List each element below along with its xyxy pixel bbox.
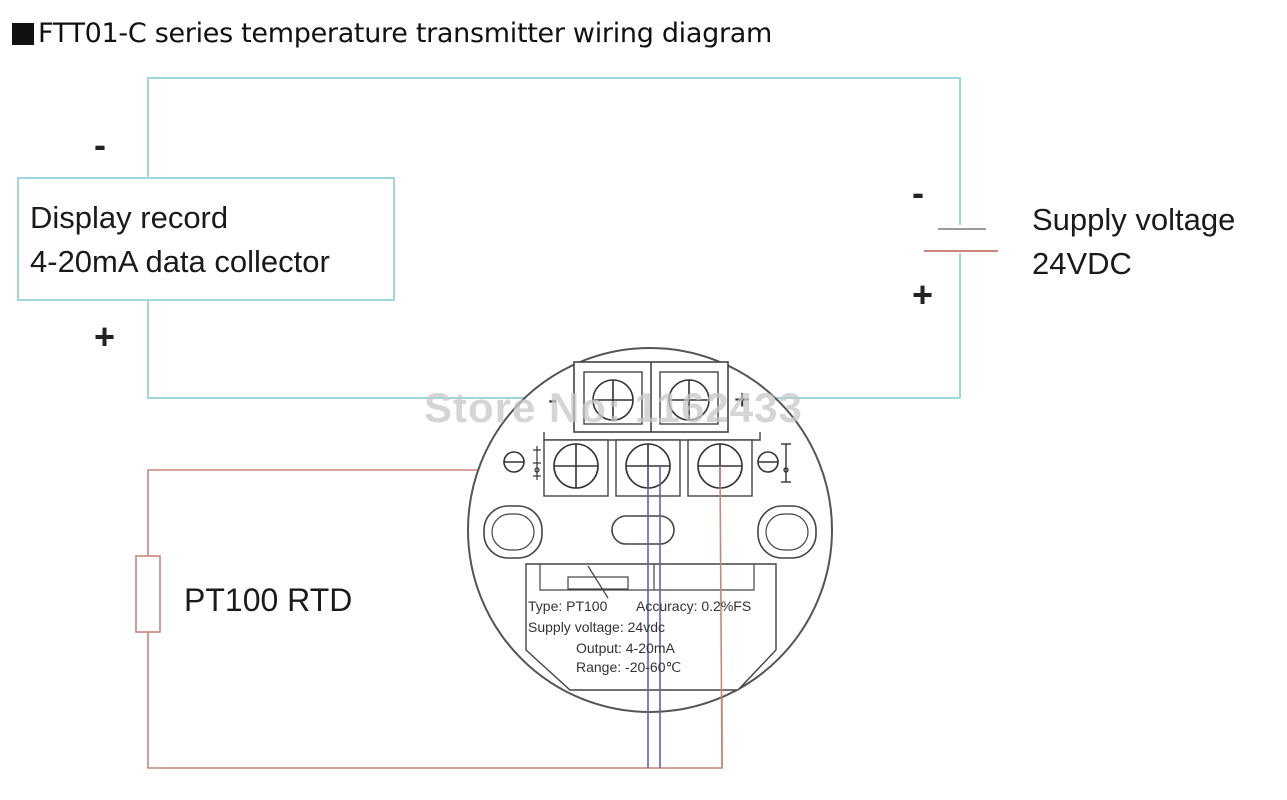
rtd-wire-return [719, 465, 723, 769]
display-box-line1: Display record [30, 200, 229, 235]
store-watermark: Store No: 1162433 [424, 384, 803, 431]
display-recorder-box [17, 177, 395, 301]
title-bullet-icon [12, 22, 34, 45]
supply-line2: 24VDC [1032, 246, 1132, 281]
mounting-hole-right-inner [765, 513, 809, 551]
display-plus-sign: + [94, 316, 116, 357]
rtd-wire-top [147, 469, 578, 556]
supply-minus-sign: - [912, 172, 924, 213]
terminal-minus-sign: - [548, 384, 558, 415]
terminal-plus-sign: + [734, 384, 751, 415]
center-slot [611, 515, 675, 545]
left-rtd-marker-icon [533, 446, 541, 480]
diagram-title: FTT01-C series temperature transmitter w… [38, 18, 773, 49]
display-minus-sign: - [94, 124, 106, 165]
battery-gap [950, 225, 972, 253]
display-box-label: Display record 4-20mA data collector [30, 196, 330, 284]
display-box-line2: 4-20mA data collector [30, 244, 330, 279]
rtd-resistor-icon [135, 555, 161, 633]
label-plate [525, 563, 777, 691]
spec-type: Type: PT100 [528, 598, 608, 614]
mounting-hole-left-inner [491, 513, 535, 551]
supply-plus-sign: + [912, 274, 934, 315]
mounting-hole-right [757, 505, 817, 559]
right-marker-icon [781, 443, 791, 483]
supply-label: Supply voltage 24VDC [1032, 198, 1235, 286]
transmitter-internal-wires [647, 466, 661, 768]
spec-supply: Supply voltage: 24vdc [528, 619, 665, 635]
spec-range: Range: -20-60℃ [576, 659, 682, 675]
spec-output: Output: 4-20mA [576, 640, 675, 656]
rtd-label: PT100 RTD [184, 582, 353, 618]
title-block: FTT01-C series temperature transmitter w… [12, 18, 772, 49]
mounting-hole-left [483, 505, 543, 559]
spec-accuracy: Accuracy: 0.2%FS [636, 598, 752, 614]
transmitter-head [467, 347, 833, 713]
supply-line1: Supply voltage [1032, 202, 1236, 237]
